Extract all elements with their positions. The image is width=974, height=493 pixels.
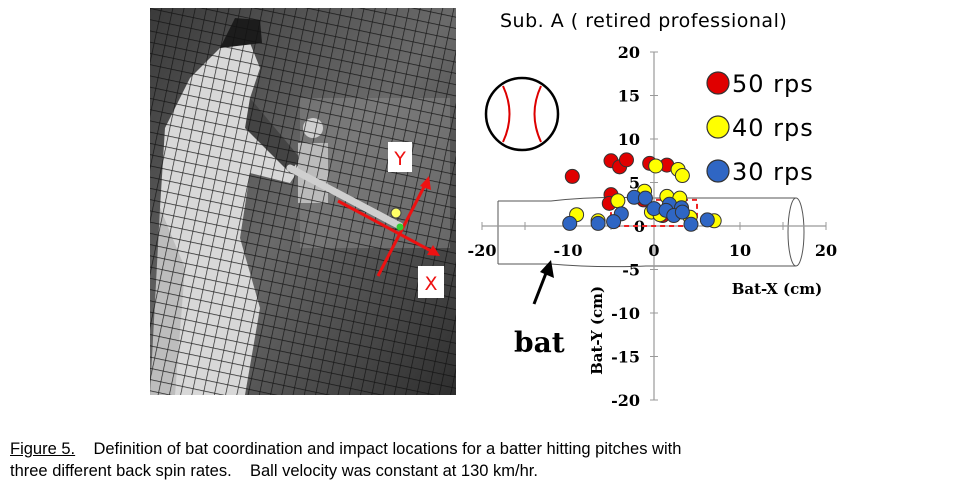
point-30-rps xyxy=(562,215,578,231)
figure-caption: Figure 5. Definition of bat coordination… xyxy=(10,438,970,482)
ball-in-photo xyxy=(390,207,402,219)
impact-region-box xyxy=(610,198,698,227)
y-tick-label: -10 xyxy=(611,304,640,323)
x-tick-label: 20 xyxy=(815,241,837,260)
photo-x-label: X xyxy=(424,273,437,295)
legend-marker xyxy=(706,159,730,183)
x-tick-label: -20 xyxy=(468,241,497,260)
point-50-rps xyxy=(564,168,580,184)
legend-label: 40 rps xyxy=(732,114,814,142)
chart-title: Sub. A ( retired professional) xyxy=(500,10,788,32)
y-tick-label: -5 xyxy=(622,261,640,280)
point-30-rps xyxy=(674,204,690,220)
baseball-icon xyxy=(484,76,560,152)
figure-label: Figure 5. xyxy=(10,440,76,458)
point-40-rps xyxy=(648,158,664,174)
caption-line-1: Figure 5. Definition of bat coordination… xyxy=(10,438,970,460)
x-axis-label: Bat-X (cm) xyxy=(732,280,823,298)
y-tick-label: -20 xyxy=(611,391,640,410)
legend-label: 50 rps xyxy=(732,70,814,98)
x-tick-label: 0 xyxy=(648,241,659,260)
point-30-rps xyxy=(590,215,606,231)
bat-in-photo xyxy=(286,164,404,230)
point-30-rps xyxy=(699,212,715,228)
legend-marker xyxy=(706,115,730,139)
x-axis-arrow xyxy=(337,199,436,255)
y-tick-label: 20 xyxy=(618,43,640,62)
y-tick-label: 15 xyxy=(618,87,640,106)
bat-annotation-label: bat xyxy=(514,326,565,359)
y-axis-label: Bat-Y (cm) xyxy=(588,286,606,375)
point-50-rps xyxy=(618,152,634,168)
y-tick-label: 10 xyxy=(618,130,640,149)
point-40-rps xyxy=(674,168,690,184)
y-tick-label: 5 xyxy=(629,174,640,193)
caption-line-1-text: Definition of bat coordination and impac… xyxy=(75,440,682,458)
bat-annotation: bat xyxy=(514,260,565,359)
point-30-rps xyxy=(683,216,699,232)
legend-marker xyxy=(706,71,730,95)
y-tick-label: -15 xyxy=(611,348,640,367)
x-tick-label: 10 xyxy=(729,241,751,260)
point-30-rps xyxy=(637,190,653,206)
y-tick-label: 0 xyxy=(634,217,645,236)
photo-y-label: Y xyxy=(393,148,406,170)
caption-line-2: three different back spin rates. Ball ve… xyxy=(10,462,538,480)
x-tick-label: -10 xyxy=(554,241,583,260)
point-30-rps xyxy=(606,214,622,230)
legend-label: 30 rps xyxy=(732,158,814,186)
batting-photo: Y X xyxy=(150,8,456,395)
point-40-rps xyxy=(610,193,626,209)
